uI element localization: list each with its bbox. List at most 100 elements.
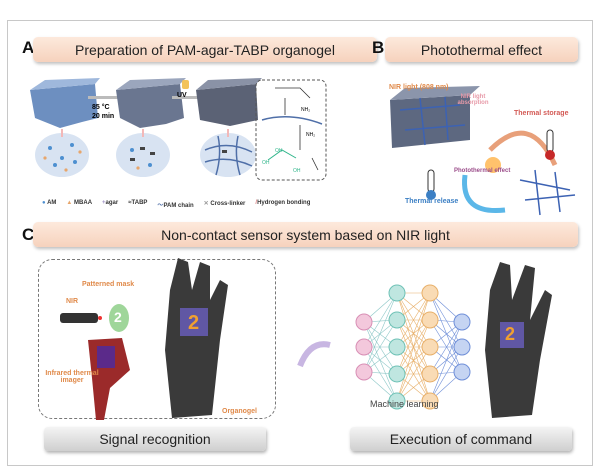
thermal-storage-label: Thermal storage [514,110,569,117]
execution-label: Execution of command [350,427,572,451]
nn-edge [363,321,398,375]
nn-node [388,392,406,410]
panel-a-title: Preparation of PAM-agar-TABP organogel [33,37,377,62]
nn-edge [396,292,431,375]
figure-frame [7,20,593,466]
nn-node [355,313,373,331]
nn-edge [429,292,463,348]
robot-hand-left [165,258,228,418]
organogel-patch [500,322,524,348]
panel-a-label: A [22,38,35,57]
thermal-imager-icon [88,338,130,420]
nn-edge [429,321,463,402]
nn-node [421,311,439,329]
nn-edge [363,292,398,373]
nn-edge [396,292,431,402]
legend-cross-linker: ✕ Cross-linker [203,201,246,207]
legend-agar: +agar [102,200,119,206]
legend-am: ● AM [42,200,57,206]
chem-label: OH [293,168,301,174]
nn-node [355,363,373,381]
nn-edge [363,346,398,402]
gel-cube-1 [30,78,100,128]
nn-node [453,313,471,331]
robot-hand-right [485,262,552,418]
legend-label: MBAA [74,200,93,206]
nn-edge [429,321,463,375]
panel-c-label: C [22,225,35,244]
imager-label: Infrared thermal imager [45,370,99,384]
nn-node [421,338,439,356]
nir-laser-icon [60,313,102,323]
legend-tabp: ≈TABP [128,200,148,206]
chem-label: NH₂ [306,132,316,138]
hand-digit-right: 2 [505,324,516,344]
nn-edge [396,319,431,402]
legend-label: Hydrogen bonding [257,200,311,206]
organogel-patch [180,308,208,336]
nn-node [453,363,471,381]
photothermal-effect-label: Photothermal effect [454,168,511,174]
gel-cube-3 [196,78,262,126]
uv-lamp-icon [182,80,189,89]
patterned-mask-label: Patterned mask [82,281,135,288]
chemical-structure-box [255,79,327,181]
chem-label: OH [262,160,270,166]
nn-edge [363,321,398,402]
thermal-release-label: Thermal release [405,198,459,205]
legend-hydrogen-bonding: /Hydrogen bonding [255,200,311,206]
release-arrow [462,174,506,214]
nn-edge [429,319,463,373]
nn-node [453,338,471,356]
legend-pam-chain: 〜PAM chain [157,203,194,209]
chem-label: OH [275,148,283,154]
legend-mbaa: ▲ MBAA [66,200,93,206]
panel-b-label: B [372,38,385,57]
nn-node [388,284,406,302]
network-icon [519,169,576,216]
thermometer-cold-icon [426,169,436,200]
legend-label: TABP [131,200,148,206]
panel-b-title: Photothermal effect [385,37,578,62]
legend-label: PAM chain [163,203,194,209]
nn-edge [396,346,431,402]
organogel-block [390,95,470,148]
gel-cube-2 [116,78,186,128]
panel-c-title: Non-contact sensor system based on NIR l… [33,222,578,247]
chem-label: NH₂ [301,107,311,113]
hand-digit-left: 2 [188,312,200,334]
legend-label: agar [105,200,119,206]
nn-edge [429,292,463,373]
organogel-label: Organogel [222,408,258,415]
nn-edge [363,292,398,348]
legend: ● AM ▲ MBAA +agar ≈TABP 〜PAM chain ✕ Cro… [42,200,310,209]
nn-node [421,392,439,410]
mask-digit: 2 [114,309,122,325]
nn-edge [396,292,431,348]
nn-node [388,365,406,383]
nn-edge [363,319,398,373]
nn-node [421,284,439,302]
signal-recognition-label: Signal recognition [44,427,266,451]
thermometer-hot-icon [545,129,555,160]
machine-learning-label: Machine learning [370,399,439,409]
molecule-circles [35,133,256,177]
legend-label: Cross-linker [210,201,246,207]
step1-temp: 85 °C [92,104,110,111]
legend-label: AM [47,200,57,206]
flow-arrow-icon [297,341,331,368]
network-chains [204,135,253,176]
absorption-label: NIR light absorption [457,94,489,106]
nir-light-label: NIR light (808 nm) [389,84,449,91]
nn-node [388,311,406,329]
nn-edge [429,346,463,402]
patterned-mask [109,304,129,332]
nir-label: NIR [66,298,79,305]
nn-node [355,338,373,356]
nn-node [388,338,406,356]
sun-icon [485,157,501,173]
